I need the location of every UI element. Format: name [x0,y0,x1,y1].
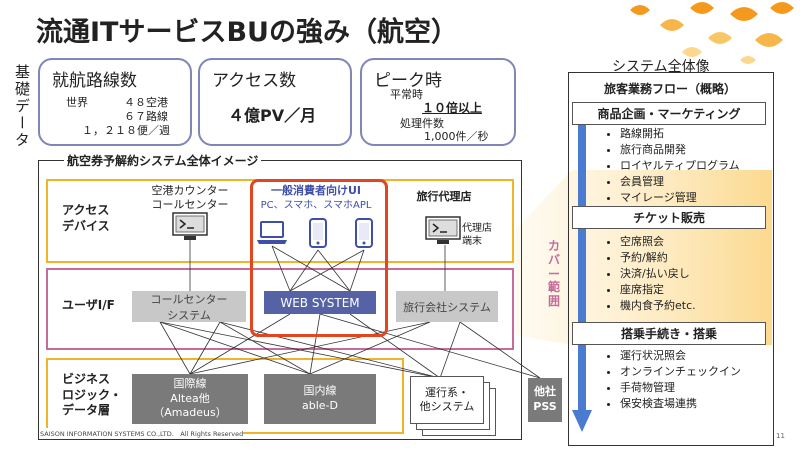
section-header-planning: 商品企画・マーケティング [572,102,766,125]
domestic-system: 国内線 able-D [264,374,376,424]
web-system: WEB SYSTEM [264,291,376,314]
terminal-icon [172,212,208,240]
page-number: 11 [776,432,785,440]
normal-value: １０倍以上 [422,101,483,115]
overview-title: システム全体像 [612,59,710,75]
airport-caption: 空港カウンター コールセンター [151,184,229,212]
airports-value: ４８空港 [124,96,168,109]
list-item: 機内食予約etc. [620,298,780,314]
laptop-icon [257,221,287,244]
international-system: 国際線 Altea他 （Amadeus） [132,374,248,424]
operations-system-label: 運行系・ 他システム [419,385,475,413]
txn-label: 処理件数 [400,117,444,130]
list-item: オンラインチェックイン [620,364,780,380]
txn-value: 1,000件／秒 [424,130,489,143]
business-logic-label: ビジネス ロジック・ データ層 [62,372,122,418]
operations-system: 運行系・ 他システム [410,376,484,424]
list-item: 旅行商品開発 [620,142,780,158]
consumer-ui-caption: 一般消費者向けUI [270,184,362,197]
section-header-ticketing: チケット販売 [572,206,766,229]
other-pss: 他社 PSS [528,378,562,422]
list-item: 運行状況照会 [620,348,780,364]
list-item: 予約/解約 [620,250,780,266]
agency-system: 旅行会社システム [396,291,498,322]
system-image-caption: 航空券予解約システム全体イメージ [64,152,262,169]
ticketing-list: 空席照会 予約/解約 決済/払い戻し 座席指定 機内食予約etc. [604,234,780,314]
list-item: 決済/払い戻し [620,266,780,282]
normal-label: 平常時 [390,88,423,101]
system-image-frame [38,160,522,440]
boarding-list: 運行状況照会 オンラインチェックイン 手荷物管理 保安検査場連携 [604,348,780,412]
flow-title: 旅客業務フロー（概略） [603,82,736,96]
flights-value: １，２１８便／週 [82,124,170,137]
section-header-boarding: 搭乗手続き・搭乗 [572,322,766,345]
routes-heading: 就航路線数 [52,71,137,91]
world-label: 世界 [66,96,88,109]
access-device-label: アクセス デバイス [62,203,110,233]
flow-frame [568,72,774,446]
list-item: 手荷物管理 [620,380,780,396]
flow-arrow-icon [572,104,592,432]
routes-value: ６７路線 [124,110,168,123]
callcenter-system: コールセンター システム [132,291,246,322]
access-stat-box: アクセス数 ４億PV／月 [198,58,352,146]
peak-heading: ピーク時 [374,71,442,91]
agency-terminal-icon [425,216,461,244]
access-heading: アクセス数 [212,71,297,91]
consumer-ui-subcaption: PC、スマホ、スマホAPL [260,200,372,211]
side-label: 基礎データ [13,64,31,149]
list-item: ロイヤルティプログラム [620,158,780,174]
user-if-label: ユーザI/F [62,298,115,312]
list-item: 座席指定 [620,282,780,298]
smartphone-icon [309,218,327,248]
copyright: SAISON INFORMATION SYSTEMS CO.,LTD. All … [40,428,244,438]
smartphone-app-icon [355,218,373,248]
routes-stat-box: 就航路線数 世界 ４８空港 ６７路線 １，２１８便／週 [38,58,192,146]
list-item: 路線開拓 [620,126,780,142]
user-if-band [46,268,514,350]
list-item: マイレージ管理 [620,190,780,206]
agency-caption: 旅行代理店 [416,190,472,203]
peak-stat-box: ピーク時 平常時 １０倍以上 処理件数 1,000件／秒 [360,58,516,146]
list-item: 保安検査場連携 [620,396,780,412]
access-value: ４億PV／月 [228,106,317,125]
list-item: 空席照会 [620,234,780,250]
list-item: 会員管理 [620,174,780,190]
coverage-label: カバー範囲 [548,239,561,309]
planning-list: 路線開拓 旅行商品開発 ロイヤルティプログラム 会員管理 マイレージ管理 [604,126,780,206]
decorative-pattern-icon [630,2,794,64]
page-title: 流通ITサービスBUの強み（航空） [36,17,458,48]
consumer-ui-highlight [250,179,388,337]
agency-terminal-label: 代理店 端末 [462,223,492,247]
